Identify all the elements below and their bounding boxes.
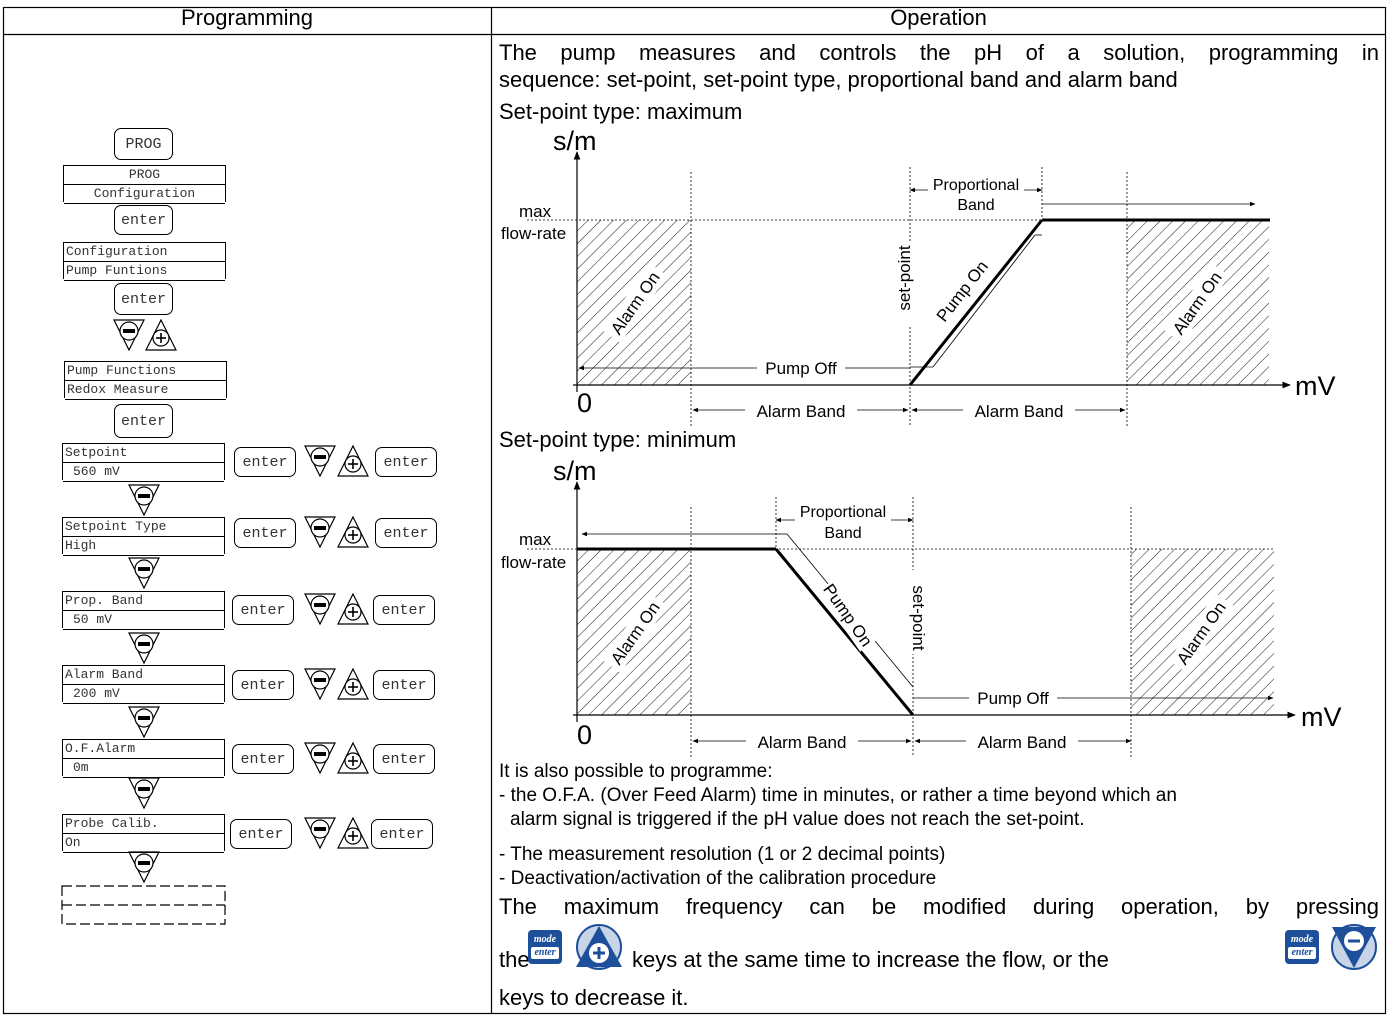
enter-key[interactable]: enter [114,283,173,315]
alarm-band-label: Alarm Band [758,733,847,752]
y-axis-label: s/m [553,126,597,156]
chart-min-caption: Set-point type: minimum [499,427,737,452]
origin-label: 0 [577,388,592,418]
display-of-alarm: O.F.Alarm 0m [62,739,225,778]
enter-key[interactable]: enter [114,205,173,235]
programming-header: Programming [180,5,314,30]
display-setpoint: Setpoint 560 mV [62,443,225,482]
plus-key-icon [576,924,622,970]
prog-key[interactable]: PROG [114,128,173,160]
also-text: It is also possible to programme: [499,761,773,782]
flow-rate-label: flow-rate [501,224,566,243]
proportional-label: Proportional [933,177,1019,194]
chart-max-caption: Set-point type: maximum [499,99,743,124]
x-axis-label: mV [1295,371,1336,401]
minus-key-icon [1331,924,1377,970]
enter-key[interactable]: enter [114,404,173,438]
enter-key[interactable]: enter [232,595,294,625]
display-alarm-band: Alarm Band 200 mV [62,665,225,704]
pump-curve [774,548,915,716]
closing-line-1: The maximum frequency can be modified du… [499,894,1379,919]
enter-key[interactable]: enter [375,447,437,477]
display-setpoint-type: Setpoint Type High [62,517,225,556]
y-axis-label: s/m [553,456,597,486]
bullet-calibration: - Deactivation/activation of the calibra… [499,868,937,889]
band-label: Band [824,525,861,542]
chart-setpoint-min: s/m mV 0 max flow-rate Alarm On Alarm On… [501,456,1342,757]
alarm-band-label: Alarm Band [975,402,1064,421]
intro-line-2: sequence: set-point, set-point type, pro… [499,67,1178,92]
band-label: Band [957,197,994,214]
display-probe-calib: Probe Calib. On [62,814,225,853]
x-axis-label: mV [1301,702,1342,732]
origin-label: 0 [577,720,592,750]
display-pump-functions: Pump Functions Redox Measure [64,361,227,400]
display-configuration: Configuration Pump Funtions [63,242,226,281]
enter-key[interactable]: enter [232,744,294,774]
intro-line-1: The pump measures and controls the pH of… [499,40,1379,65]
alarm-band-label: Alarm Band [757,402,846,421]
set-point-label: set-point [895,245,914,310]
display-prog: PROG Configuration [63,165,226,204]
bullet-resolution: - The measurement resolution (1 or 2 dec… [499,844,946,865]
proportional-label: Proportional [800,504,886,521]
pump-off-label: Pump Off [977,689,1049,708]
max-label: max [519,202,552,221]
enter-key[interactable]: enter [230,819,292,849]
chart-setpoint-max: s/m mV 0 max flow-rate Alarm On Alarm On… [501,126,1336,427]
operation-header: Operation [890,5,987,30]
enter-key[interactable]: enter [375,518,437,548]
bullet-ofa-cont: alarm signal is triggered if the pH valu… [510,809,1085,830]
pump-curve [908,219,1044,386]
alarm-band-label: Alarm Band [978,733,1067,752]
enter-key[interactable]: enter [232,670,294,700]
enter-key[interactable]: enter [234,518,296,548]
set-point-label: set-point [909,585,928,650]
enter-key[interactable]: enter [373,744,435,774]
max-label: max [519,530,552,549]
enter-key[interactable]: enter [371,819,433,849]
closing-line-3: keys to decrease it. [499,985,689,1010]
display-prop-band: Prop. Band 50 mV [62,591,225,630]
enter-key[interactable]: enter [373,670,435,700]
pump-off-label: Pump Off [765,359,837,378]
closing-the: the [499,947,530,972]
enter-key[interactable]: enter [373,595,435,625]
flow-rate-label: flow-rate [501,553,566,572]
bullet-ofa: - the O.F.A. (Over Feed Alarm) time in m… [499,785,1177,806]
closing-increase: keys at the same time to increase the fl… [632,947,1109,972]
pump-on-label: Pump On [819,580,876,650]
enter-key[interactable]: enter [234,447,296,477]
